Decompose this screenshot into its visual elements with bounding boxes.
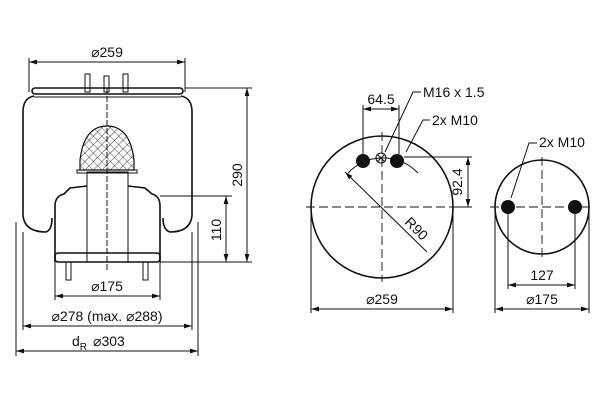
bellows (22, 95, 193, 233)
top-diameter-label: ⌀259 (366, 291, 398, 307)
bolt-hole (390, 154, 404, 168)
side-view: ⌀259 ⌀175 ⌀278 (max. ⌀288) dR⌀303 290 11… (15, 44, 252, 356)
radius-label: R90 (402, 214, 432, 244)
center-thread-label: M16 x 1.5 (423, 84, 485, 100)
bolt-hole (568, 200, 582, 214)
piston-height-label: 110 (208, 219, 224, 242)
bottom-diameter-label: ⌀175 (526, 291, 558, 307)
top-plate-view: 64.5 M16 x 1.5 2x M10 92.4 R90 ⌀259 (306, 84, 485, 313)
center-thread-icon (375, 152, 387, 164)
bottom-studs (65, 261, 149, 281)
height-label: 290 (229, 163, 245, 187)
bellow-diameter-label: ⌀278 (max. ⌀288) (51, 308, 162, 324)
dr-label: dR⌀303 (72, 333, 125, 353)
piston (54, 185, 161, 262)
bolt-hole (356, 154, 370, 168)
offset-label: 92.4 (449, 168, 465, 195)
spacing-label: 127 (530, 267, 554, 283)
piston-diameter-label: ⌀175 (91, 278, 123, 294)
bolts-label: 2x M10 (539, 134, 585, 150)
bolts-label: 2x M10 (432, 112, 478, 128)
bottom-plate-view: 2x M10 127 ⌀175 (490, 134, 594, 313)
spacing-label: 64.5 (367, 91, 394, 107)
top-diameter-label: ⌀259 (91, 44, 123, 60)
bolt-hole (501, 200, 515, 214)
